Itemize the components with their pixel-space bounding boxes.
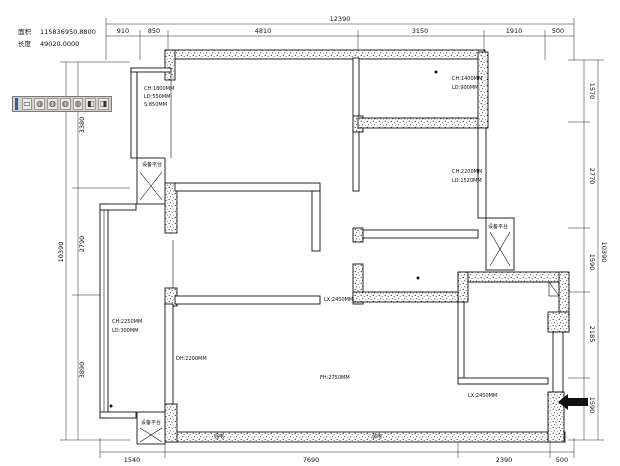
dim-top-4: 3150 [412, 27, 429, 35]
platform-label-lower: 设备平台 [141, 419, 161, 426]
area-value: 115836950.8800 [40, 28, 96, 36]
dim-top-5: 1910 [506, 27, 523, 35]
top-dimension-chain: 12390 910 850 4810 3150 1910 500 [105, 15, 575, 60]
sphere-tool-icon[interactable]: ◍ [72, 98, 84, 110]
dh-label: DH:2200MM [176, 356, 207, 362]
room-a-s: S:850MM [144, 102, 167, 108]
platform-label-right: 设备平台 [488, 223, 508, 230]
dim-top-1: 910 [117, 27, 129, 35]
dim-bottom-1: 1540 [124, 456, 141, 464]
dim-bottom-4: 500 [556, 456, 568, 464]
left-dimension-chain: 10390 3380 2790 3890 [57, 61, 130, 441]
dim-top-3: 4810 [255, 27, 272, 35]
dim-right-2: 2770 [588, 168, 596, 185]
outlet-strong-label: 强电 [214, 433, 224, 440]
main-room-label: FH:2750MM [320, 375, 350, 381]
sphere-tool-icon[interactable]: ◍ [47, 98, 58, 110]
dim-top-total: 12390 [330, 15, 351, 23]
equipment-platform-lower: 设备平台 [136, 411, 166, 445]
toolbar-grip[interactable] [15, 98, 18, 110]
floating-toolbar[interactable]: ▭ ◍ ◍ ◍ ◍ ◧ ◨ [12, 96, 112, 112]
lx-right-label: LX:2450MM [468, 393, 497, 399]
room-annotations: CH:1800MM LD:550MM S:850MM CH:1400MM LD:… [112, 76, 497, 440]
length-label: 长度 [18, 39, 32, 48]
dim-right-5: 1590 [588, 397, 596, 414]
dim-left-2: 2790 [78, 236, 86, 253]
equipment-platform-upper: 设备平台 [136, 157, 166, 205]
room-c-ch: CH:2200MM [452, 169, 482, 175]
dim-right-4: 2185 [588, 326, 596, 343]
right-dimension-chain: 10390 1570 2770 1590 2185 1590 [568, 59, 608, 441]
entrance-arrow-icon [558, 394, 588, 410]
cube-tool-icon[interactable]: ◨ [98, 98, 109, 110]
dim-right-total: 10390 [600, 242, 608, 263]
equipment-platform-right: 设备平台 [485, 217, 515, 271]
area-info: 面积 115836950.8800 长度 49020.0000 [18, 27, 96, 48]
room-c-ld: LD:1520MM [452, 178, 482, 184]
dim-top-2: 850 [148, 27, 160, 35]
area-label: 面积 [18, 27, 32, 36]
room-b-ch: CH:1400MM [452, 76, 482, 82]
interior-lines [103, 72, 559, 412]
dim-bottom-2: 7690 [303, 456, 320, 464]
fixtures [109, 70, 560, 408]
room-d-ch: CH:2250MM [112, 319, 142, 325]
outlet-weak-label: 弱电 [372, 433, 382, 440]
dim-left-3: 3890 [78, 362, 86, 379]
sphere-tool-icon[interactable]: ◍ [34, 98, 46, 110]
room-d-ld: LD:300MM [112, 328, 139, 334]
room-a-ld: LD:550MM [144, 94, 171, 100]
room-b-ld: LD:900MM [452, 85, 479, 91]
dim-right-1: 1570 [588, 83, 596, 100]
platform-label-upper: 设备平台 [142, 161, 162, 168]
dim-right-3: 1590 [588, 254, 596, 271]
cube-tool-icon[interactable]: ◧ [85, 98, 97, 110]
dim-left-1: 3380 [78, 117, 86, 134]
room-a-ch: CH:1800MM [144, 86, 174, 92]
length-value: 49020.0000 [40, 40, 79, 48]
sphere-tool-icon[interactable]: ◍ [59, 98, 71, 110]
dim-left-total: 10390 [57, 242, 65, 263]
lx-middle-label: LX:2450MM [324, 297, 353, 303]
rect-tool-icon[interactable]: ▭ [21, 98, 33, 110]
dim-bottom-3: 2390 [496, 456, 513, 464]
dim-top-6: 500 [552, 27, 564, 35]
